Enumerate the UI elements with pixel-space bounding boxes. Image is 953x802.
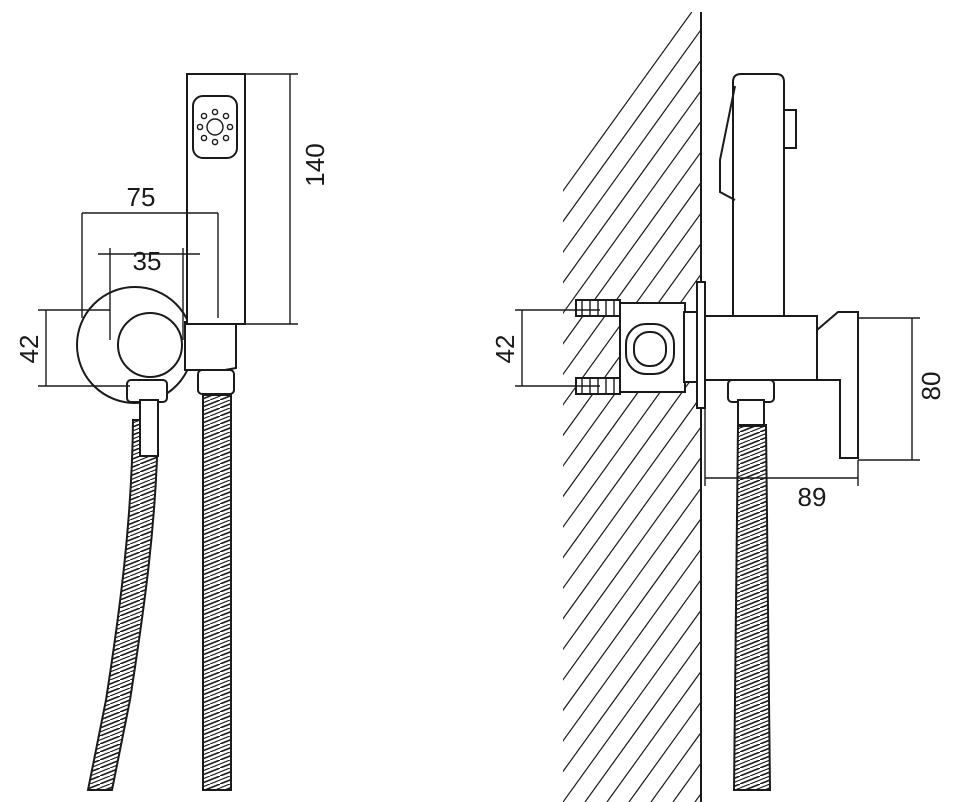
hatch-line: [563, 487, 701, 681]
mount-bracket: [619, 302, 686, 393]
dim-80-label: 80: [916, 372, 946, 401]
dim-42-front-label: 42: [14, 335, 44, 364]
hatch-line: [563, 150, 701, 345]
side-hose: [732, 424, 772, 791]
side-view: 42 80 89: [490, 12, 953, 802]
hatch-line: [563, 59, 701, 254]
side-dimensions: [515, 309, 920, 486]
hatch-line: [563, 364, 701, 559]
spray-button: [783, 109, 797, 149]
dim-35-label: 35: [133, 246, 162, 276]
dim-140-label: 140: [300, 143, 330, 186]
hatch-line: [563, 28, 701, 223]
outlet-stem: [737, 399, 765, 427]
bracket-ring-outer: [625, 323, 675, 375]
spray-nozzles: [196, 108, 234, 146]
hatch-line: [563, 578, 701, 773]
hatch-line: [563, 12, 693, 192]
hatch-line: [563, 334, 701, 529]
hatch-line: [849, 12, 953, 802]
hatch-line: [937, 12, 953, 802]
outlet-body: [704, 315, 818, 381]
hose-nut-left: [126, 379, 168, 403]
hatch-line: [563, 609, 701, 802]
hatch-line: [584, 639, 701, 802]
hatch-line: [893, 12, 953, 802]
hand-spray-side: [732, 73, 785, 317]
hatch-line: [805, 12, 953, 802]
hatch-line: [563, 303, 701, 498]
valve-stem: [139, 399, 159, 457]
hatch-line: [563, 273, 701, 467]
right-hose: [202, 394, 232, 791]
left-hose: [86, 419, 160, 791]
lever-handle: [816, 311, 859, 459]
hatch-line: [563, 89, 701, 284]
hand-spray-body: [186, 73, 246, 325]
wall-flange: [683, 311, 699, 383]
hose-nut-right: [197, 369, 235, 395]
hatch-line: [563, 120, 701, 315]
bracket-ring-inner: [633, 331, 667, 367]
outlet-nut: [727, 379, 775, 403]
front-dimensions: [38, 73, 298, 387]
hatch-line: [783, 12, 953, 802]
dim-42-side-label: 42: [490, 335, 520, 364]
hatch-line: [563, 395, 701, 590]
hatch-line: [563, 517, 701, 712]
hatch-line: [672, 762, 701, 802]
hatch-line: [563, 548, 701, 742]
hatch-line: [915, 12, 953, 802]
spray-face: [192, 95, 238, 159]
spray-grip-edge: [719, 85, 736, 201]
dim-89-label: 89: [798, 482, 827, 512]
dim-75-label: 75: [127, 182, 156, 212]
front-view: 140 75 35 42: [14, 73, 330, 791]
cover-plate: [696, 281, 706, 409]
hatch-line: [563, 242, 701, 437]
wall-hatch: [563, 12, 953, 802]
handle-knob: [117, 312, 183, 378]
